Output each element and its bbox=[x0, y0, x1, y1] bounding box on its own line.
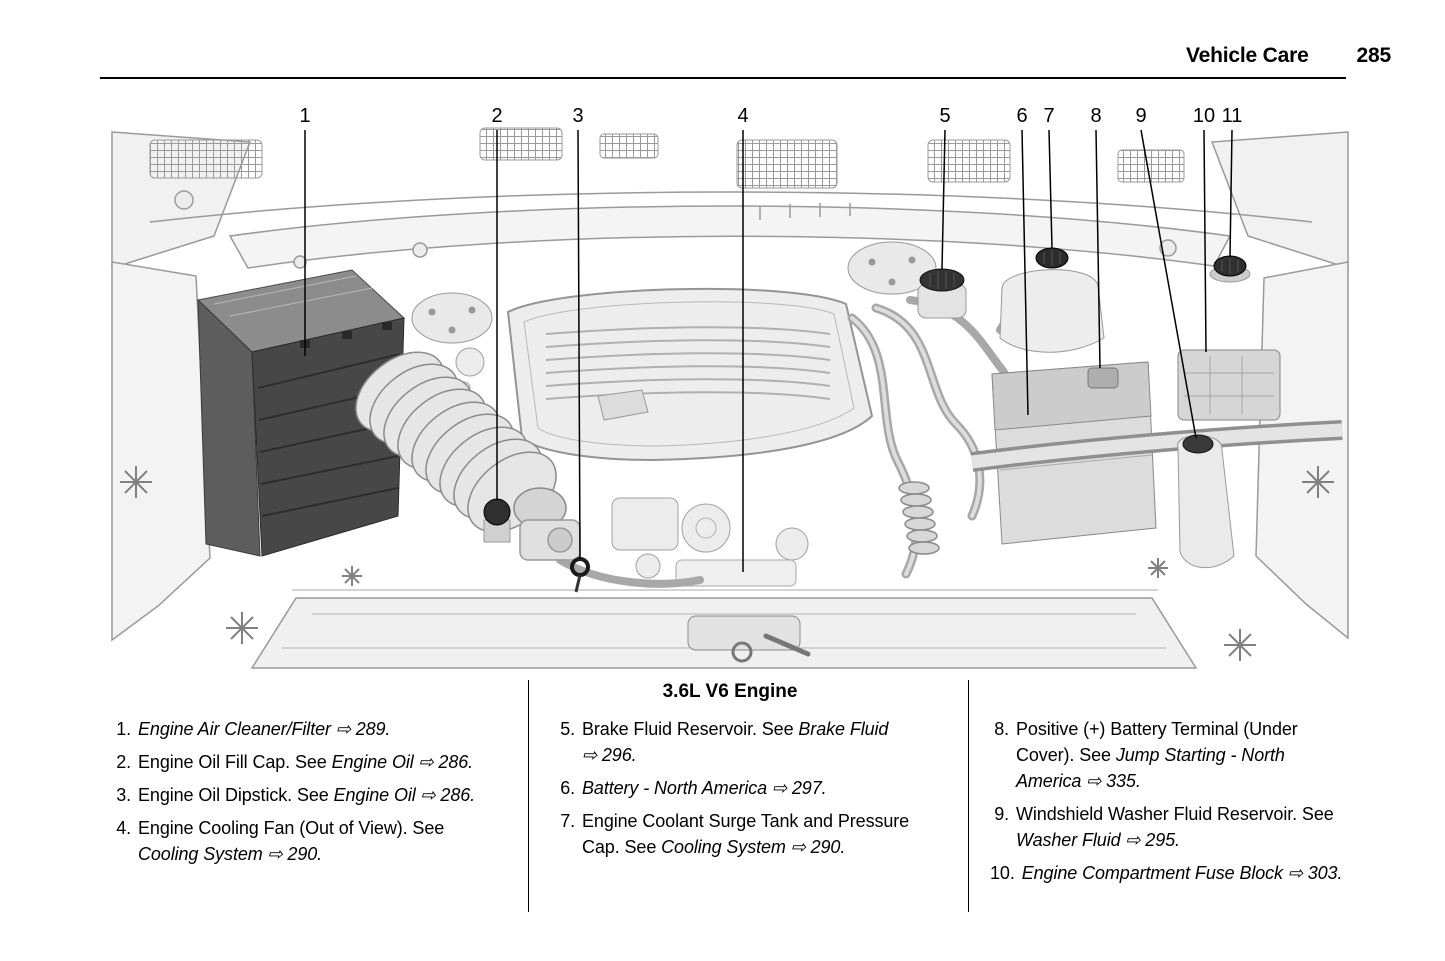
legend-column-2: 5. Brake Fluid Reservoir. See Brake Fluid… bbox=[556, 716, 918, 867]
legend-label: Engine Coolant Surge Tank and Pressure C… bbox=[582, 811, 910, 857]
legend-label: Engine Oil Fill Cap. See bbox=[138, 752, 332, 772]
legend-reference: Engine Air Cleaner/Filter ⇨ 289. bbox=[138, 719, 391, 739]
callout-number-3: 3 bbox=[572, 105, 583, 127]
legend-item-number: 3. bbox=[116, 785, 131, 805]
legend-item-text: Engine Oil Fill Cap. See Engine Oil ⇨ 28… bbox=[138, 749, 494, 775]
legend-item-1: 1. Engine Air Cleaner/Filter ⇨ 289. bbox=[112, 716, 494, 742]
legend-divider-2 bbox=[968, 680, 969, 912]
legend-item-number: 7. bbox=[560, 811, 575, 831]
washer-fluid-reservoir bbox=[1177, 434, 1235, 569]
legend-item-6: 6. Battery - North America ⇨ 297. bbox=[556, 775, 918, 801]
legend-item-10: 10. Engine Compartment Fuse Block ⇨ 303. bbox=[990, 860, 1346, 886]
legend-item-number: 6. bbox=[560, 778, 575, 798]
legend-item-text: Battery - North America ⇨ 297. bbox=[582, 775, 918, 801]
legend-item-number: 5. bbox=[560, 719, 575, 739]
callout-number-10: 10 bbox=[1193, 105, 1215, 127]
callout-number-6: 6 bbox=[1016, 105, 1027, 127]
legend-reference: Washer Fluid ⇨ 295. bbox=[1016, 830, 1180, 850]
right-reservoir-cap bbox=[1209, 255, 1251, 283]
legend-label: Engine Cooling Fan (Out of View). See bbox=[138, 818, 445, 838]
legend-reference: Brake Fluid ⇨ 296. bbox=[582, 719, 889, 765]
legend-item-4: 4. Engine Cooling Fan (Out of View). See … bbox=[112, 815, 494, 867]
legend-item-2: 2. Engine Oil Fill Cap. See Engine Oil ⇨ … bbox=[112, 749, 494, 775]
coolant-surge-tank bbox=[999, 247, 1105, 353]
legend-item-9: 9. Windshield Washer Fluid Reservoir. See… bbox=[990, 801, 1346, 853]
callout-number-8: 8 bbox=[1090, 105, 1101, 127]
legend-column-1: 1. Engine Air Cleaner/Filter ⇨ 289. 2. Engi… bbox=[112, 716, 494, 874]
oil-fill-cap bbox=[483, 498, 511, 543]
legend-label: Positive (+) Battery Terminal (Under Cov… bbox=[1016, 719, 1298, 765]
front-support-beam bbox=[250, 589, 1198, 669]
legend-item-number: 8. bbox=[994, 719, 1009, 739]
legend-label: Brake Fluid Reservoir. See bbox=[582, 719, 799, 739]
legend-item-text: Engine Oil Dipstick. See Engine Oil ⇨ 28… bbox=[138, 782, 494, 808]
callout-leader-8 bbox=[1095, 129, 1101, 369]
legend-column-3: 8. Positive (+) Battery Terminal (Under C… bbox=[990, 716, 1346, 893]
cowl-mesh bbox=[149, 127, 1185, 189]
callout-number-1: 1 bbox=[299, 105, 310, 127]
legend-item-8: 8. Positive (+) Battery Terminal (Under C… bbox=[990, 716, 1346, 794]
legend-item-text: Engine Compartment Fuse Block ⇨ 303. bbox=[1022, 860, 1346, 886]
legend-item-text: Engine Air Cleaner/Filter ⇨ 289. bbox=[138, 716, 494, 742]
callout-number-9: 9 bbox=[1135, 105, 1146, 127]
air-cleaner-box bbox=[196, 269, 406, 557]
legend-item-text: Engine Coolant Surge Tank and Pressure C… bbox=[582, 808, 918, 860]
callout-leader-9 bbox=[1140, 129, 1197, 439]
engine-illustration: 1 2 3 4 5 67 8 9 10 11 bbox=[111, 105, 1349, 669]
legend-divider-1 bbox=[528, 680, 529, 912]
legend-item-number: 9. bbox=[994, 804, 1009, 824]
legend-reference: Engine Compartment Fuse Block ⇨ 303. bbox=[1021, 863, 1343, 883]
header-page-number: 285 bbox=[1356, 44, 1392, 67]
legend-item-number: 2. bbox=[116, 752, 131, 772]
fuse-block bbox=[1177, 349, 1281, 421]
accessory-drive bbox=[556, 497, 809, 588]
legend-reference: Jump Starting - North America ⇨ 335. bbox=[1016, 745, 1285, 791]
callout-number-4: 4 bbox=[737, 105, 748, 127]
legend-item-7: 7. Engine Coolant Surge Tank and Pressure… bbox=[556, 808, 918, 860]
legend-item-3: 3. Engine Oil Dipstick. See Engine Oil ⇨ … bbox=[112, 782, 494, 808]
callout-number-5: 5 bbox=[939, 105, 950, 127]
callout-leader-5 bbox=[941, 129, 946, 270]
callout-number-7: 7 bbox=[1043, 105, 1054, 127]
engine-cover bbox=[506, 287, 874, 462]
callout-number-2: 2 bbox=[491, 105, 502, 127]
legend-item-text: Windshield Washer Fluid Reservoir. See W… bbox=[1016, 801, 1346, 853]
legend-label: Engine Oil Dipstick. See bbox=[138, 785, 334, 805]
page-header: Vehicle Care 285 bbox=[1186, 44, 1391, 68]
callout-leader-10 bbox=[1203, 129, 1207, 353]
legend-item-5: 5. Brake Fluid Reservoir. See Brake Fluid… bbox=[556, 716, 918, 768]
callout-number-11: 11 bbox=[1222, 105, 1243, 127]
legend-item-text: Brake Fluid Reservoir. See Brake Fluid ⇨… bbox=[582, 716, 918, 768]
legend-reference: Engine Oil ⇨ 286. bbox=[331, 752, 474, 772]
legend-item-text: Engine Cooling Fan (Out of View). See Co… bbox=[138, 815, 494, 867]
legend-label: Windshield Washer Fluid Reservoir. See bbox=[1016, 804, 1334, 824]
callout-leader-6 bbox=[1021, 129, 1029, 416]
legend-item-text: Positive (+) Battery Terminal (Under Cov… bbox=[1016, 716, 1346, 794]
fastener-stars bbox=[120, 466, 1334, 661]
legend-reference: Battery - North America ⇨ 297. bbox=[582, 778, 827, 798]
legend-item-number: 4. bbox=[116, 818, 131, 838]
callout-leader-11 bbox=[1229, 129, 1233, 258]
legend-reference: Engine Oil ⇨ 286. bbox=[333, 785, 476, 805]
engine-bay-structure bbox=[111, 131, 1349, 642]
legend-item-number: 10. bbox=[990, 863, 1015, 883]
brake-fluid-reservoir bbox=[917, 268, 967, 319]
figure-caption: 3.6L V6 Engine bbox=[662, 681, 798, 702]
header-rule bbox=[100, 77, 1346, 79]
header-title: Vehicle Care bbox=[1186, 44, 1309, 67]
tie-bar-brace bbox=[970, 420, 1343, 472]
legend-reference: Cooling System ⇨ 290. bbox=[661, 837, 846, 857]
legend-item-number: 1. bbox=[116, 719, 131, 739]
legend-reference: Cooling System ⇨ 290. bbox=[138, 844, 323, 864]
callout-leader-7 bbox=[1048, 129, 1053, 249]
callout-leader-3 bbox=[577, 129, 581, 560]
